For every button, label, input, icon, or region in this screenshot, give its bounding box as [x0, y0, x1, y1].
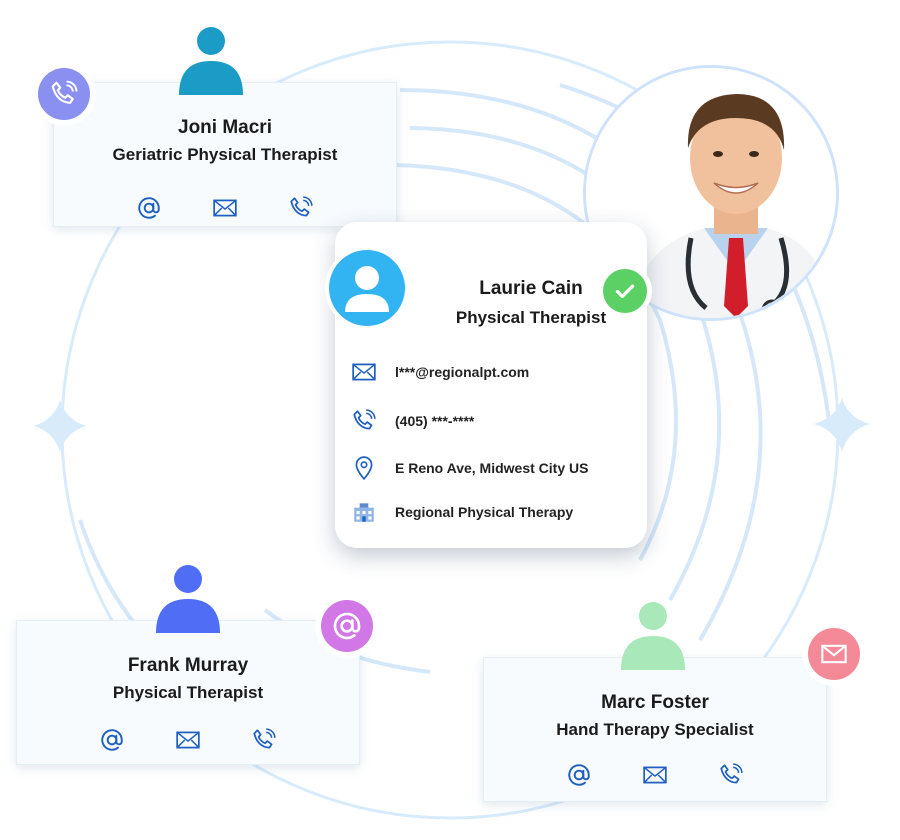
user-icon [176, 25, 246, 95]
phone-badge[interactable] [38, 68, 90, 120]
phone-icon[interactable] [288, 195, 314, 221]
verified-badge [603, 269, 647, 313]
phone-value[interactable]: (405) ***-**** [395, 413, 475, 429]
contact-role: Physical Therapist [112, 683, 264, 702]
phone-row: (405) ***-**** [351, 408, 474, 434]
address-value: E Reno Ave, Midwest City US [395, 460, 589, 476]
contact-role: Physical Therapist [455, 308, 607, 327]
contact-name: Laurie Cain [479, 278, 583, 299]
at-icon[interactable] [136, 195, 162, 221]
user-icon [345, 266, 389, 312]
envelope-icon[interactable] [642, 762, 668, 788]
envelope-icon[interactable] [212, 195, 238, 221]
organization-value: Regional Physical Therapy [395, 504, 574, 520]
contact-name: Marc Foster [601, 692, 709, 713]
sparkle-left [34, 400, 86, 452]
contact-name: Frank Murray [127, 655, 249, 676]
mail-badge[interactable] [808, 628, 860, 680]
contact-name: Joni Macri [178, 117, 272, 138]
email-value[interactable]: l***@regionalpt.com [395, 364, 530, 380]
location-pin-icon [351, 455, 377, 481]
email-row: l***@regionalpt.com [351, 359, 529, 385]
contact-card-marc[interactable]: Marc Foster Hand Therapy Specialist [483, 657, 827, 802]
check-icon [615, 284, 635, 299]
at-icon[interactable] [566, 762, 592, 788]
main-contact-card[interactable]: Laurie Cain Physical Therapist l***@regi… [329, 222, 647, 548]
phone-icon[interactable] [718, 762, 744, 788]
at-icon[interactable] [99, 727, 125, 753]
organization-row: Regional Physical Therapy [351, 499, 573, 525]
phone-icon[interactable] [251, 727, 277, 753]
envelope-icon [351, 359, 377, 385]
sparkle-right [814, 398, 870, 452]
contact-role: Geriatric Physical Therapist [112, 145, 338, 164]
building-icon [351, 499, 377, 525]
envelope-icon[interactable] [175, 727, 201, 753]
main-avatar [329, 250, 405, 326]
user-icon [618, 600, 688, 670]
email-badge[interactable] [321, 600, 373, 652]
address-row: E Reno Ave, Midwest City US [351, 455, 588, 481]
phone-icon [351, 408, 377, 434]
user-icon [153, 563, 223, 633]
contact-role: Hand Therapy Specialist [556, 720, 754, 739]
